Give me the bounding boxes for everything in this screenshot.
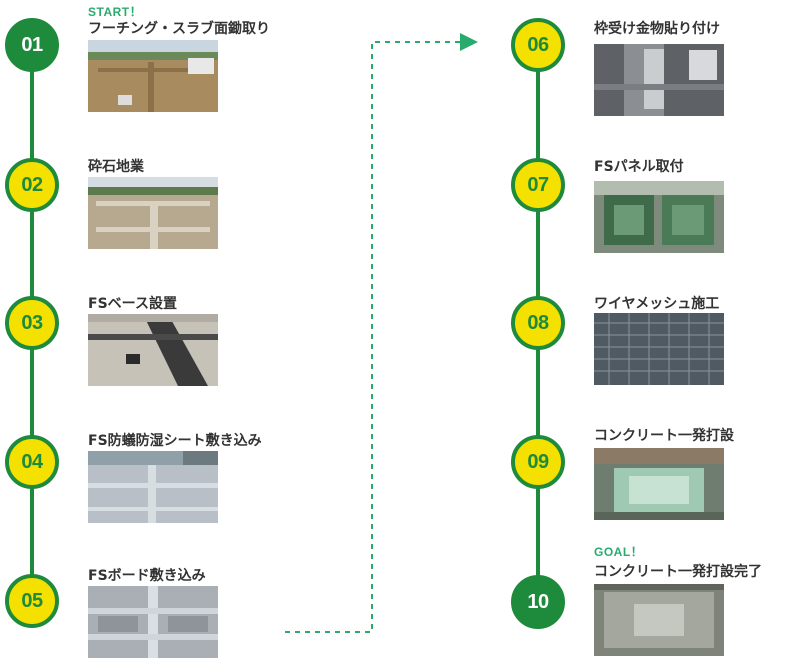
step-badge-04: 04 <box>5 435 59 489</box>
step-photo-03 <box>88 314 218 386</box>
step-title-03: FSベース設置 <box>88 296 177 312</box>
step-photo-05 <box>88 586 218 658</box>
step-badge-03: 03 <box>5 296 59 350</box>
step-badge-09: 09 <box>511 435 565 489</box>
step-badge-07: 07 <box>511 158 565 212</box>
goal-marker: GOAL！ <box>594 545 644 559</box>
step-badge-06: 06 <box>511 18 565 72</box>
step-badge-01: 01 <box>5 18 59 72</box>
step-title-05: FSボード敷き込み <box>88 568 206 584</box>
step-title-06: 枠受け金物貼り付け <box>594 21 720 37</box>
step-photo-02 <box>88 177 218 249</box>
step-title-09: コンクリート一発打設 <box>594 428 734 444</box>
step-title-07: FSパネル取付 <box>594 159 684 175</box>
step-photo-04 <box>88 451 218 523</box>
step-title-04: FS防蟻防湿シート敷き込み <box>88 433 262 449</box>
step-title-01: フーチング・スラブ面鋤取り <box>88 21 270 37</box>
step-photo-10 <box>594 584 724 656</box>
step-title-08: ワイヤメッシュ施工 <box>594 296 720 312</box>
step-photo-06 <box>594 44 724 116</box>
step-badge-10: 10 <box>511 575 565 629</box>
step-badge-08: 08 <box>511 296 565 350</box>
step-photo-01 <box>88 40 218 112</box>
step-photo-07 <box>594 181 724 253</box>
step-title-02: 砕石地業 <box>88 159 144 175</box>
step-badge-02: 02 <box>5 158 59 212</box>
start-marker: START！ <box>88 5 143 19</box>
step-photo-09 <box>594 448 724 520</box>
step-photo-08 <box>594 313 724 385</box>
step-badge-05: 05 <box>5 574 59 628</box>
step-title-10: コンクリート一発打設完了 <box>594 564 762 580</box>
